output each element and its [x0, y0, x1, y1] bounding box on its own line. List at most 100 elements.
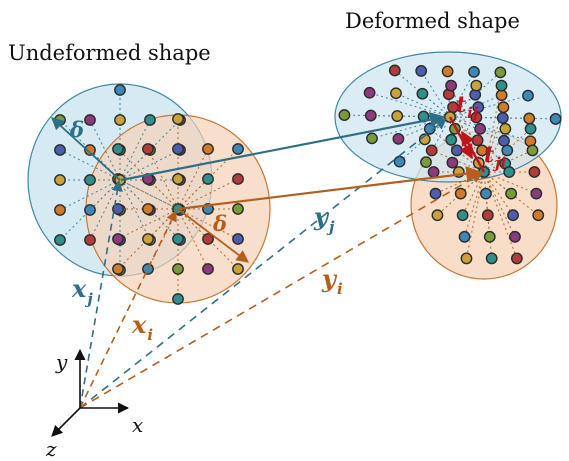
particle [114, 114, 126, 126]
particle [363, 86, 376, 99]
particle [441, 65, 454, 78]
label-tij: tij [456, 92, 479, 122]
particle [144, 114, 156, 126]
bond-line [59, 179, 121, 211]
particle [495, 89, 508, 102]
particle [172, 173, 184, 185]
particle [470, 79, 483, 92]
particle [142, 233, 154, 245]
particle [172, 113, 184, 125]
particle [549, 113, 562, 125]
vector-yj [79, 118, 447, 409]
particle [485, 252, 498, 265]
bond-line [119, 119, 181, 181]
bond-line [371, 116, 451, 139]
particle [202, 263, 214, 275]
bond-line [119, 149, 151, 181]
particle [112, 233, 124, 245]
particle [54, 204, 66, 216]
label-xj: xj [71, 274, 93, 308]
particle [425, 144, 438, 157]
particle [420, 156, 432, 169]
bond-line [449, 95, 529, 118]
bond-line [177, 178, 239, 210]
particle [532, 209, 545, 222]
particle [496, 112, 509, 124]
force-tji [460, 130, 486, 173]
particle [54, 174, 66, 186]
particle [480, 187, 492, 200]
particle [338, 109, 351, 121]
particle [456, 209, 469, 222]
bond-line [462, 171, 485, 216]
particle [429, 187, 442, 200]
particle [232, 143, 244, 155]
particle [450, 144, 463, 157]
particle [522, 89, 534, 102]
particle [445, 133, 458, 146]
particle [509, 230, 521, 243]
z-axis-label: z [45, 437, 57, 461]
particle [510, 252, 523, 265]
particle [84, 174, 96, 186]
bond-line [398, 116, 451, 140]
particle [232, 233, 244, 245]
particle [460, 252, 473, 265]
particle [84, 234, 96, 246]
particle [232, 173, 244, 185]
vector-xi [79, 209, 177, 409]
particle [445, 79, 458, 92]
bond-line [369, 92, 451, 118]
particle [501, 144, 514, 157]
particle [142, 143, 154, 155]
particle [528, 166, 541, 178]
bond-line [89, 119, 121, 181]
particle [84, 114, 96, 126]
bond-line [177, 148, 209, 210]
particle [503, 166, 516, 178]
particle [54, 114, 66, 126]
delta-radius-j [51, 117, 121, 181]
particle [366, 132, 378, 145]
particle [391, 110, 404, 122]
bond-line [483, 171, 518, 259]
delta-radius-i [177, 208, 250, 263]
particle [468, 65, 480, 78]
label-tji: tji [484, 142, 507, 172]
particle [232, 263, 244, 275]
particle [142, 263, 154, 275]
particle [526, 144, 539, 157]
particle [114, 84, 126, 96]
label-yi: yi [321, 264, 343, 298]
particle [458, 230, 471, 243]
vector-yi [79, 172, 483, 409]
particle [495, 79, 508, 92]
particle [364, 109, 377, 122]
particle [530, 187, 543, 200]
bond-line [147, 148, 179, 210]
bond-line [177, 208, 209, 270]
deformed-caption: Deformed shape [345, 9, 520, 33]
bond-line [117, 208, 179, 270]
particle [112, 143, 124, 155]
x-axis-label: x [132, 413, 143, 437]
bond-line [119, 149, 181, 181]
particle [112, 263, 124, 275]
particle [431, 209, 444, 222]
bond-line [370, 115, 451, 118]
particle [84, 144, 96, 156]
particle [446, 156, 459, 169]
bond-line [119, 179, 181, 211]
label-xi: xi [131, 310, 153, 344]
bond-line [119, 119, 151, 181]
force-tij [448, 116, 474, 160]
particle [172, 293, 184, 305]
particle [498, 134, 510, 147]
bond-line [117, 178, 179, 210]
bond-line [449, 116, 531, 142]
delta-label-j: δ [69, 117, 84, 142]
particle [54, 144, 66, 156]
bond-line [59, 179, 121, 241]
